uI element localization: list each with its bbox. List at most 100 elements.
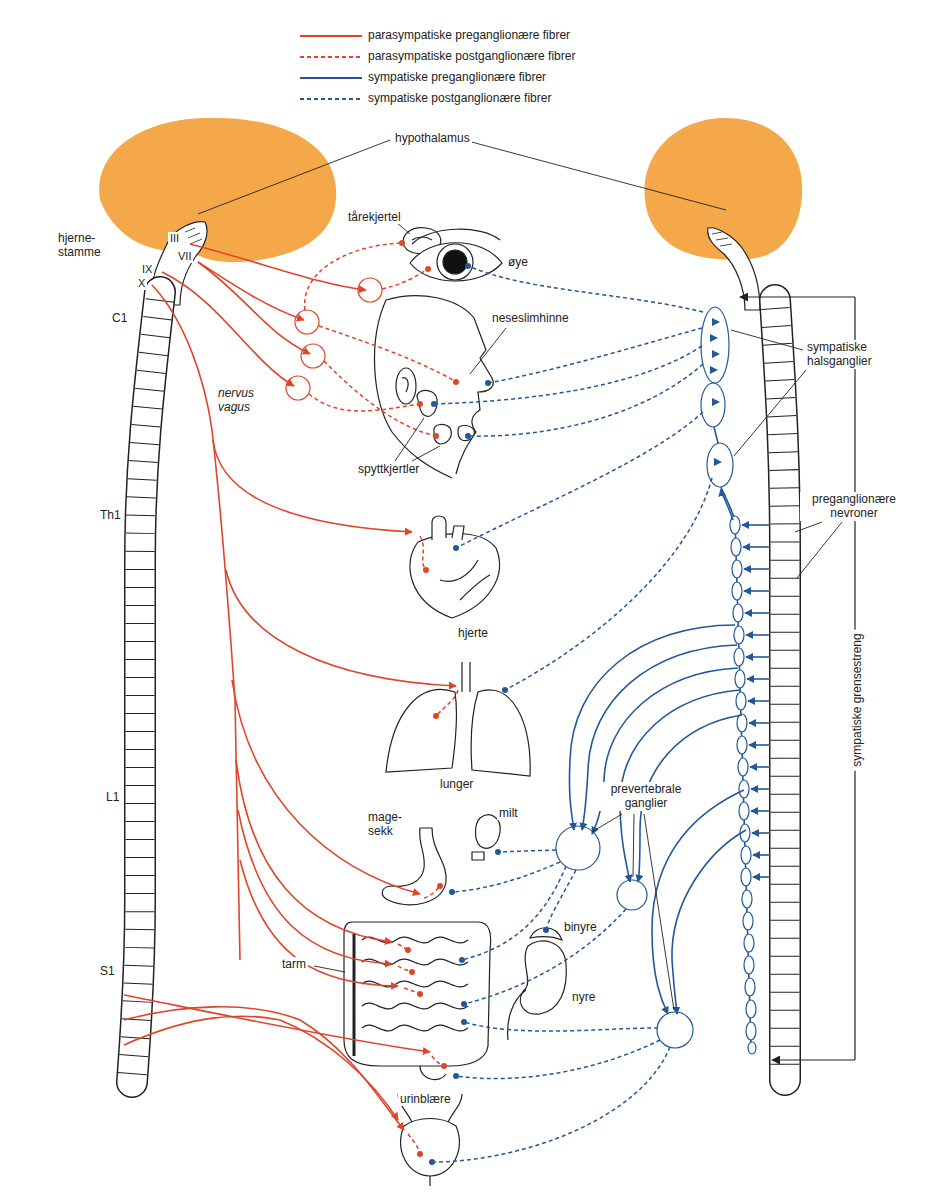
parasympathetic-postganglionic-fibres [420,536,426,570]
organ-label: spyttkjertler [356,462,421,476]
spinal-cord-right [775,300,785,1080]
brainstem-label: hjerne- stamme [56,231,114,260]
sympathetic-chain [738,758,748,776]
sympathetic-preganglionic-fibres [742,524,770,526]
parasympathetic-preganglionic-fibres [124,244,456,1130]
cranial-nerve-number: VII [176,250,193,263]
leader-lines [464,140,726,210]
sympathetic-ganglion-synapses [710,318,722,466]
organ-label: øye [506,255,530,269]
sympathetic-ganglion-synapses [710,318,720,374]
sympathetic-preganglionic-fibres [582,645,737,830]
spinal-cord-right [775,300,785,1080]
lungs [386,690,456,772]
sympathetic-chain [733,604,743,622]
brain-right [645,118,803,260]
parasympathetic-postganglionic-fibres [424,886,440,898]
sympathetic-preganglionic-fibres [745,612,770,614]
brain-left [99,118,336,262]
brain-label: hypothalamus [393,131,472,145]
spinal-cord-left [132,292,160,1082]
brainstem-right [708,228,760,310]
bracket-arrow [740,296,855,297]
intestine [344,922,491,1066]
parasympathetic-preganglionic-fibres [198,262,310,354]
urinary-bladder [429,1176,430,1186]
sympathetic-preganglionic-fibres [746,634,770,636]
heart [432,516,446,540]
kidney-adrenal [508,990,526,1040]
sympathetic-preganglionic-fibres [744,568,770,570]
salivary-glands [458,426,474,441]
spinal-cord-right [775,308,785,1076]
kidney-adrenal [508,928,567,1040]
legend-text: sympatiske preganglionære fibrer [368,70,546,84]
sympathetic-postganglionic-fibres [432,266,712,1162]
sympathetic-postganglionic-fibres [452,862,560,892]
organ-label: hjerte [456,626,490,640]
salivary-glands [434,425,451,444]
sympathetic-chain [735,670,745,688]
leader-lines [734,370,806,456]
sympathetic-chain [739,802,749,820]
chain-label: sympatiske grensestreng [848,629,866,770]
spleen [472,815,500,860]
parasympathetic-ganglia [301,344,325,368]
sympathetic-postganglionic-fibres [456,412,703,548]
nerve-label: nervus vagus [216,386,280,415]
brainstem-right [712,232,732,246]
sympathetic-preganglionic-fibres [747,678,770,680]
sympathetic-chain [737,736,747,754]
legend-sample-line [300,98,362,100]
legend-text: sympatiske postganglionære fibrer [368,91,551,105]
urinary-bladder [401,1119,460,1177]
heart [410,516,500,618]
sympathetic-preganglionic-fibres [749,744,770,746]
eye [412,229,500,244]
cranial-nerve-number: III [168,232,181,245]
heart [410,534,500,618]
salivary-glands [417,390,474,444]
kidney-adrenal [520,941,566,1014]
sympathetic-chain [745,978,755,996]
brainstem-right [708,228,760,310]
sympathetic-chain [734,626,744,644]
ganglion-label: sympatiske halsganglier [805,340,901,369]
sympathetic-postganglionic-fibres [505,478,712,690]
leader-lines [198,140,390,214]
parasympathetic-preganglionic-fibres [124,1016,398,1120]
spinal-cord-left [132,292,160,1082]
intestine [420,1066,446,1080]
sympathetic-chain [739,780,749,798]
leader-lines [592,814,622,832]
urinary-bladder [398,1094,462,1186]
leader-lines [470,328,506,374]
segment-label: Th1 [98,508,123,522]
parasympathetic-preganglionic-fibres [190,244,366,290]
sympathetic-chain [732,560,742,578]
brain-right [645,118,803,260]
sympathetic-preganglionic-fibres [749,722,770,724]
heart [440,560,490,600]
legend-entry: parasympatiske postganglionære fibrer [300,46,575,67]
parasympathetic-ganglia [295,310,319,334]
sympathetic-preganglionic-fibres [721,489,733,520]
face-profile [386,296,493,474]
sympathetic-preganglionic-fibres [753,854,770,856]
intestine [353,934,356,1056]
cranial-nerve-number: IX [140,263,154,276]
organ-label: tårekjertel [346,210,403,224]
face-profile [396,368,416,404]
sympathetic-preganglionic-fibres [750,766,770,768]
sympathetic-postganglionic-fibres [432,1047,670,1162]
organ-label: mage- sekk [366,810,414,839]
sympathetic-chain [744,956,754,974]
parasympathetic-preganglionic-fibres [226,570,456,686]
sympathetic-chain [748,1042,756,1054]
organ-label: neseslimhinne [490,311,571,325]
prevertebral-ganglia [657,1012,693,1048]
cranial-nerve-number: X [136,277,147,290]
sympathetic-postganglionic-fibres [434,346,702,404]
parasympathetic-postganglionic-fibres [305,243,402,310]
